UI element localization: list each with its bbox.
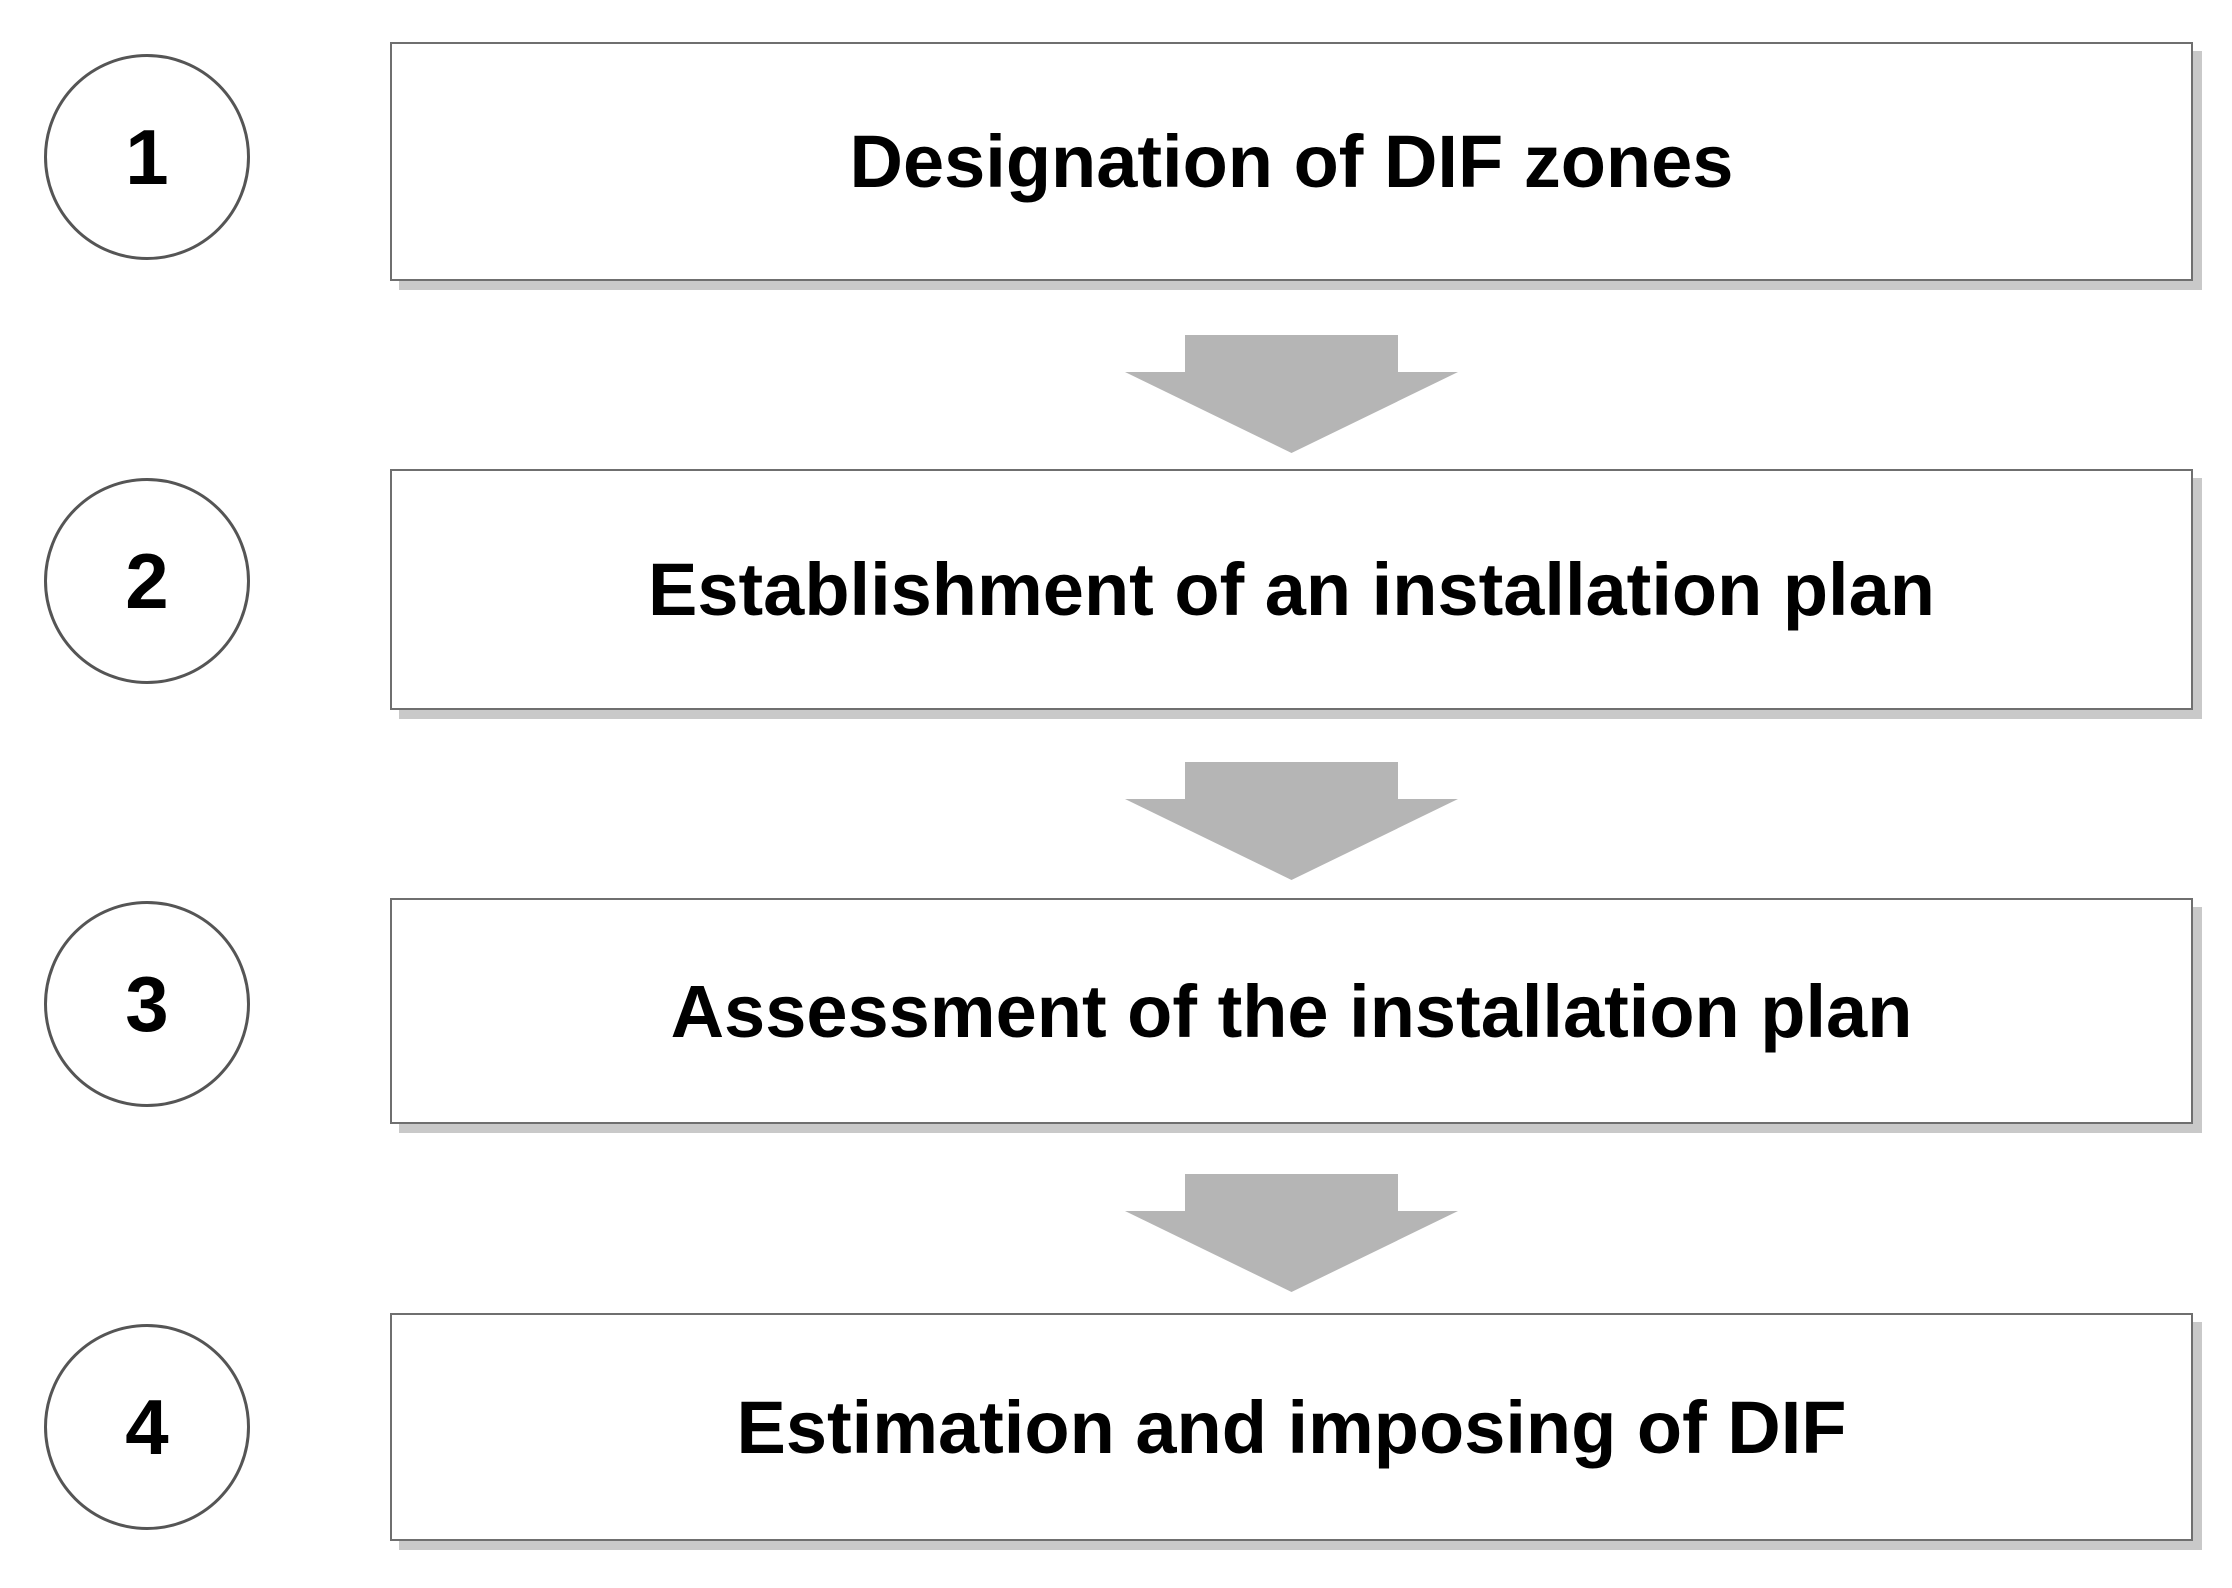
- step-4-box: Estimation and imposing of DIF: [390, 1313, 2193, 1541]
- step-3-label: Assessment of the installation plan: [670, 969, 1913, 1053]
- step-1-box: Designation of DIF zones: [390, 42, 2193, 281]
- step-4-number: 4: [125, 1382, 169, 1471]
- step-1-number: 1: [125, 112, 169, 201]
- step-2-label: Establishment of an installation plan: [648, 548, 1935, 631]
- step-2-number-circle: 2: [44, 478, 250, 684]
- down-arrow-3-icon: [1125, 1174, 1458, 1292]
- step-2-number: 2: [125, 536, 169, 625]
- step-1-number-circle: 1: [44, 54, 250, 260]
- step-3-number: 3: [125, 959, 169, 1048]
- step-4-label: Estimation and imposing of DIF: [736, 1385, 1847, 1469]
- step-4-number-circle: 4: [44, 1324, 250, 1530]
- step-2-box: Establishment of an installation plan: [390, 469, 2193, 710]
- down-arrow-1-icon: [1125, 335, 1458, 453]
- down-arrow-2-icon: [1125, 762, 1458, 880]
- step-3-number-circle: 3: [44, 901, 250, 1107]
- step-1-label: Designation of DIF zones: [849, 120, 1734, 203]
- step-3-box: Assessment of the installation plan: [390, 898, 2193, 1124]
